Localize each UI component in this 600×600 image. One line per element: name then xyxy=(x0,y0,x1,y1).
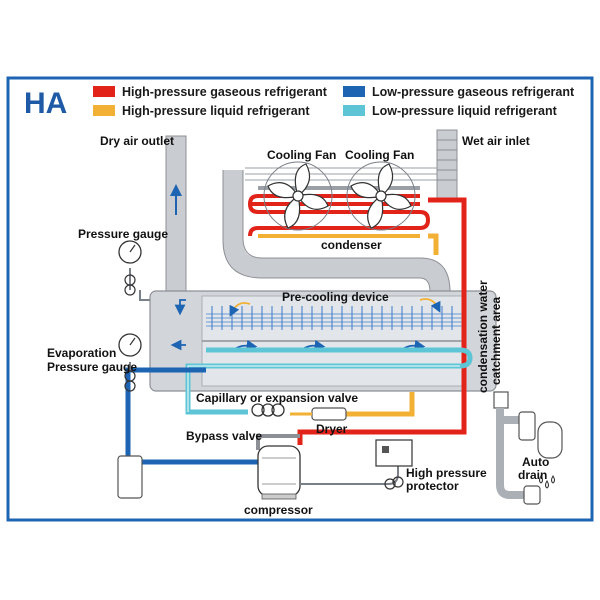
hp-protector xyxy=(375,439,413,467)
capillary-coil xyxy=(251,403,285,417)
evaporation-gauge-icon xyxy=(118,333,142,357)
pre-cooling-fins xyxy=(206,313,462,327)
label-dryer: Dryer xyxy=(316,422,348,436)
label-auto-drain-line1: Auto xyxy=(522,455,549,469)
dry-air-outlet-duct xyxy=(165,135,187,297)
accumulator xyxy=(117,455,143,499)
label-hp-protector-line2: protector xyxy=(406,479,459,493)
legend-swatch-hp-gas xyxy=(93,86,115,97)
label-pressure-gauge: Pressure gauge xyxy=(78,227,168,241)
label-cooling-fan-left: Cooling Fan xyxy=(267,148,336,162)
bypass-line xyxy=(256,434,300,450)
hp-liquid-line xyxy=(345,233,439,417)
hp-protector-line xyxy=(300,462,399,485)
legend-swatch-hp-liquid xyxy=(93,105,115,116)
pressure-gauge-icon xyxy=(118,240,142,264)
legend-swatch-lp-gas xyxy=(343,86,365,97)
water-drops xyxy=(539,475,555,489)
dryer xyxy=(311,407,347,421)
condenser-return-duct xyxy=(223,170,450,293)
hp-protector-coil xyxy=(384,476,404,490)
pressure-gauge-coil xyxy=(124,274,136,296)
cooling-fan-left xyxy=(263,161,333,231)
label-catchment-line2: catchment area xyxy=(489,297,503,385)
label-capillary: Capillary or expansion valve xyxy=(196,391,358,405)
label-wet-air-inlet: Wet air inlet xyxy=(462,134,530,148)
label-evaporation-line2: Pressure gauge xyxy=(47,360,137,374)
legend-label-hp-gas: High-pressure gaseous refrigerant xyxy=(122,85,328,99)
condenser-return-duct-edge xyxy=(222,170,451,293)
label-hp-protector-line1: High pressure xyxy=(406,466,487,480)
condenser-grille xyxy=(245,167,437,181)
label-condenser: condenser xyxy=(321,238,382,252)
label-cooling-fan-right: Cooling Fan xyxy=(345,148,414,162)
lp-liquid-line xyxy=(185,347,473,415)
compressor xyxy=(257,445,301,500)
diagram-title: HA xyxy=(24,87,67,120)
legend-label-lp-gas: Low-pressure gaseous refrigerant xyxy=(372,85,575,99)
auto-drain xyxy=(493,391,563,505)
evaporation-gauge-coil xyxy=(124,370,136,392)
label-auto-drain-line2: drain xyxy=(518,468,547,482)
legend-label-hp-liquid: High-pressure liquid refrigerant xyxy=(122,104,310,118)
label-catchment-line1: condensation water xyxy=(476,280,490,393)
cooling-fan-right xyxy=(346,161,416,231)
label-dry-air-outlet: Dry air outlet xyxy=(100,134,174,148)
lp-liquid-line-inner xyxy=(187,365,460,412)
lp-gas-line xyxy=(125,367,206,460)
label-pre-cooling: Pre-cooling device xyxy=(282,290,389,304)
label-evaporation-line1: Evaporation xyxy=(47,346,116,360)
label-compressor: compressor xyxy=(244,503,313,517)
pressure-gauge-line xyxy=(129,268,150,301)
legend-label-lp-liquid: Low-pressure liquid refrigerant xyxy=(372,104,558,118)
label-bypass-valve: Bypass valve xyxy=(186,429,262,443)
legend-swatch-lp-liquid xyxy=(343,105,365,116)
legend: High-pressure gaseous refrigerant High-p… xyxy=(93,85,575,118)
inlet-grille xyxy=(437,139,457,181)
